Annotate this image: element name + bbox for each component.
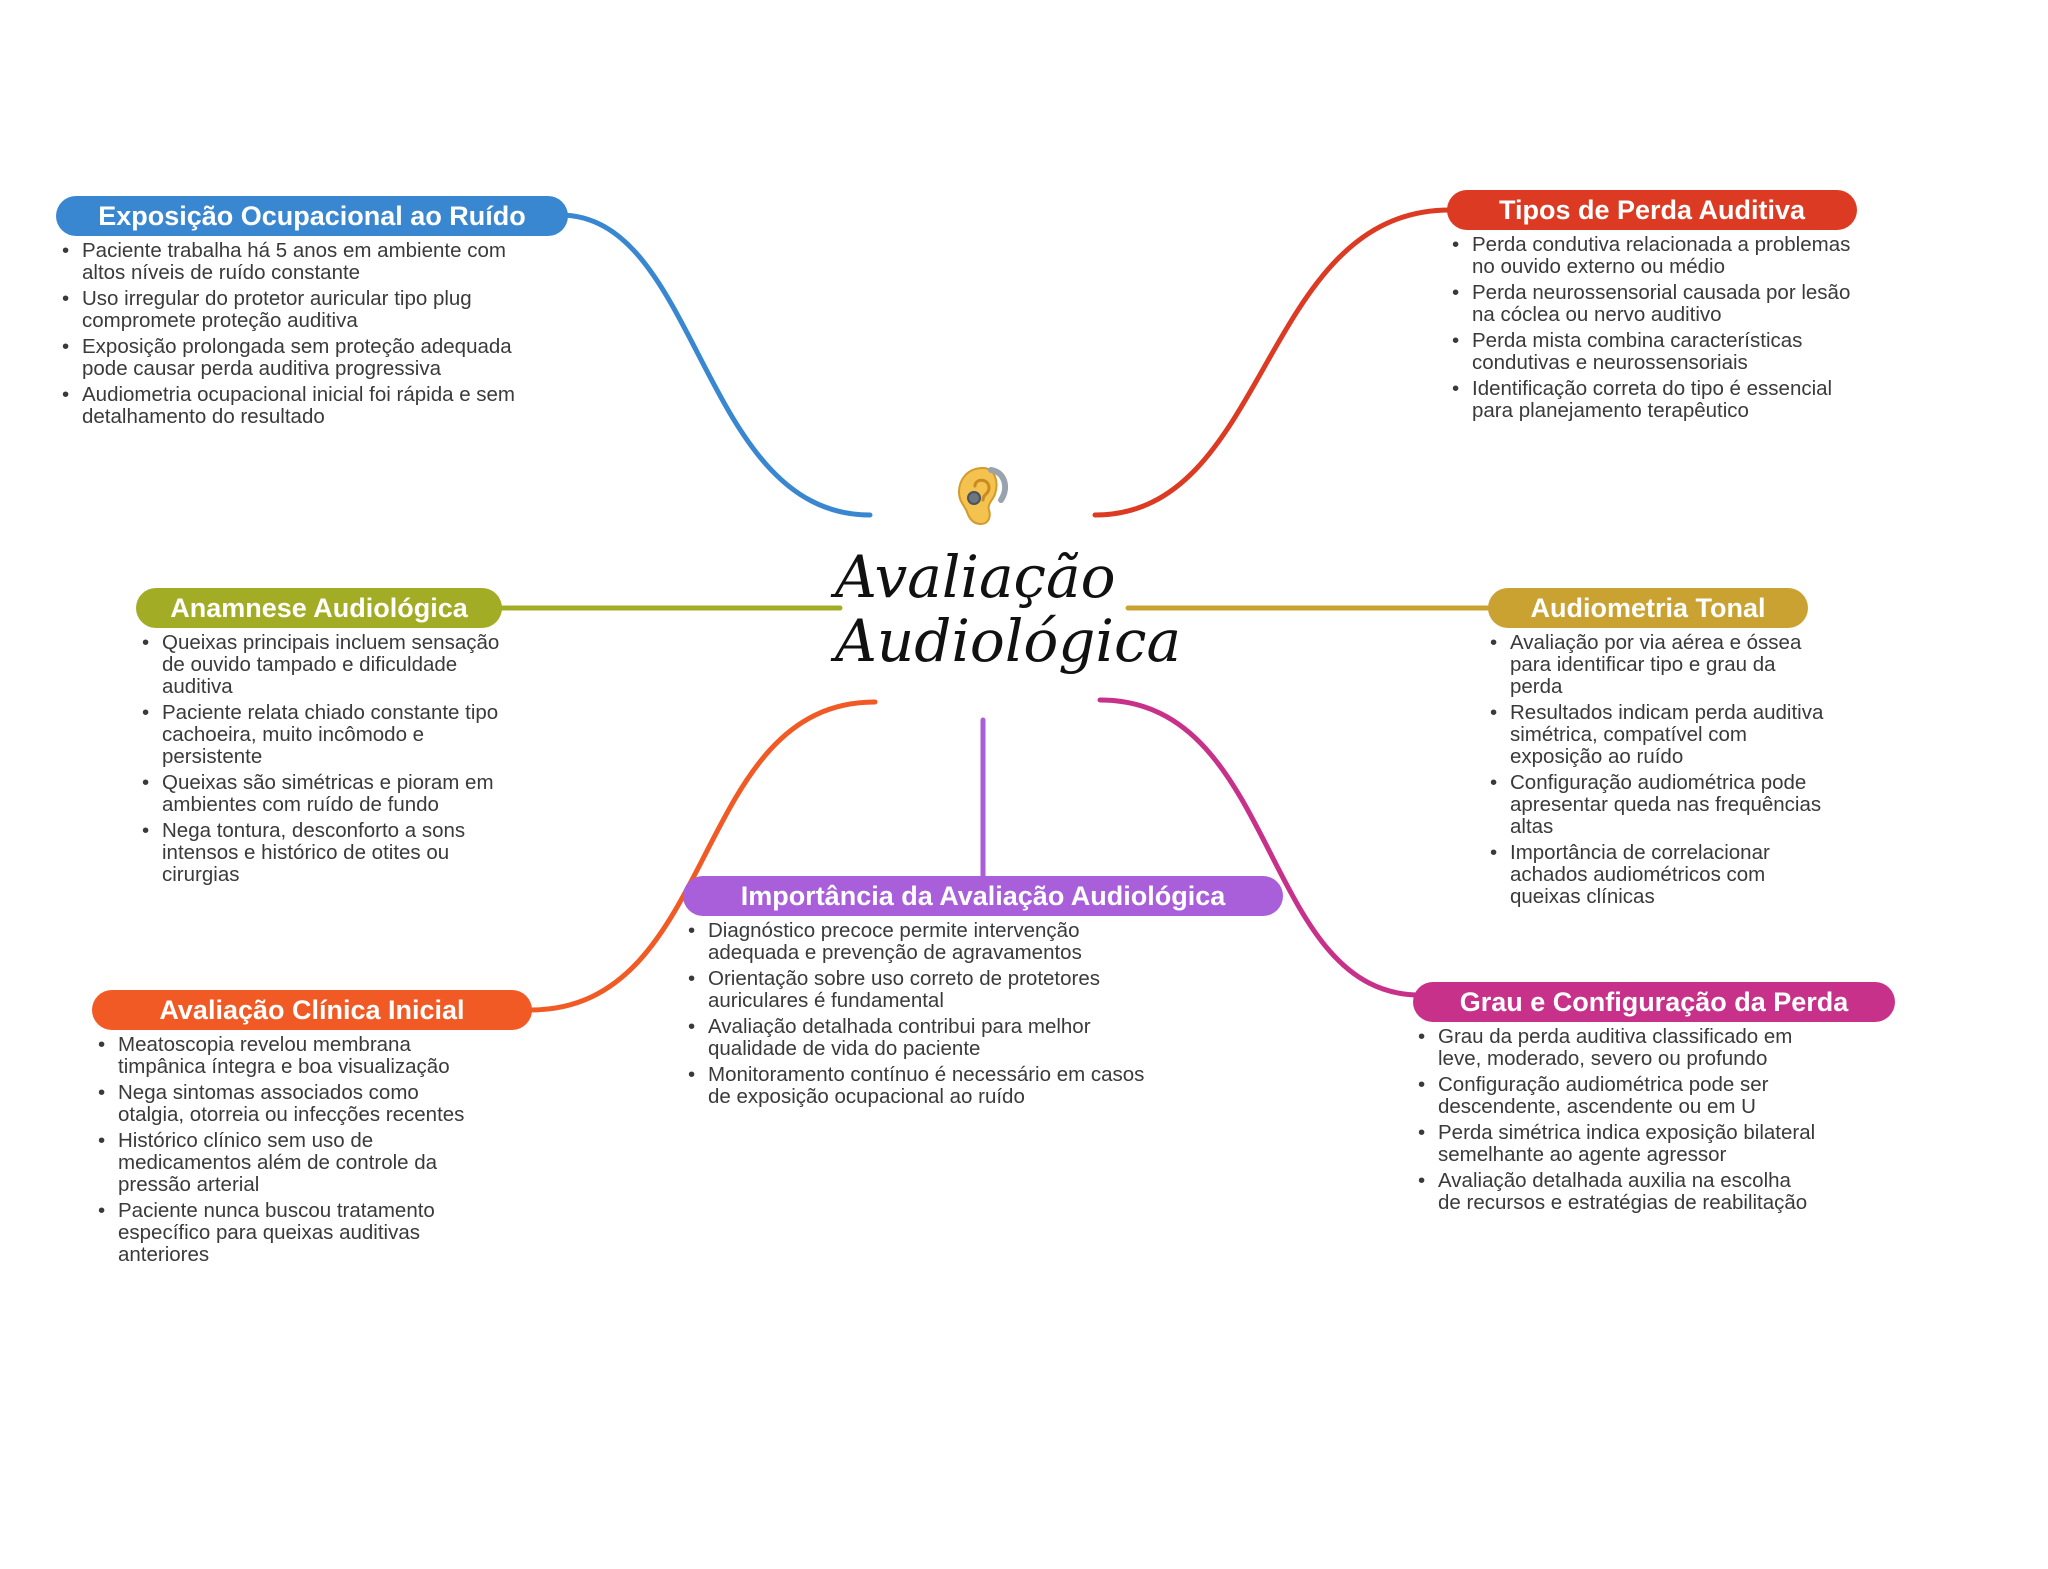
list-item: Exposição prolongada sem proteção adequa… — [62, 336, 522, 380]
central-title-line-2: Audiológica — [835, 607, 1182, 675]
list-item: Perda simétrica indica exposição bilater… — [1418, 1122, 1818, 1166]
topic-audiometria-list: Avaliação por via aérea e óssea para ide… — [1490, 632, 1830, 912]
list-item: Audiometria ocupacional inicial foi rápi… — [62, 384, 522, 428]
topic-clinica-list: Meatoscopia revelou membrana timpânica í… — [98, 1034, 488, 1270]
topic-grau-configuracao[interactable]: Grau e Configuração da Perda — [1413, 982, 1895, 1022]
list-item: Grau da perda auditiva classificado em l… — [1418, 1026, 1818, 1070]
list-item: Avaliação por via aérea e óssea para ide… — [1490, 632, 1830, 698]
list-item: Monitoramento contínuo é necessário em c… — [688, 1064, 1168, 1108]
connector-exposicao — [557, 212, 873, 518]
topic-importancia-list: Diagnóstico precoce permite intervenção … — [688, 920, 1168, 1112]
list-item: Meatoscopia revelou membrana timpânica í… — [98, 1034, 488, 1078]
list-item: Uso irregular do protetor auricular tipo… — [62, 288, 522, 332]
topic-grau-list: Grau da perda auditiva classificado em l… — [1418, 1026, 1818, 1218]
central-title-line-1: Avaliação — [835, 543, 1116, 611]
topic-avaliacao-clinica[interactable]: Avaliação Clínica Inicial — [92, 990, 532, 1030]
topic-anamnese-list: Queixas principais incluem sensação de o… — [142, 632, 502, 890]
list-item: Resultados indicam perda auditiva simétr… — [1490, 702, 1830, 768]
central-title: Avaliação Audiológica — [835, 543, 1182, 675]
list-item: Diagnóstico precoce permite intervenção … — [688, 920, 1168, 964]
topic-tipos-perda[interactable]: Tipos de Perda Auditiva — [1447, 190, 1857, 230]
connector-tipos — [1092, 207, 1453, 518]
list-item: Histórico clínico sem uso de medicamento… — [98, 1130, 488, 1196]
list-item: Queixas principais incluem sensação de o… — [142, 632, 502, 698]
list-item: Perda neurossensorial causada por lesão … — [1452, 282, 1852, 326]
connector-clinica — [527, 699, 878, 1013]
list-item: Orientação sobre uso correto de protetor… — [688, 968, 1168, 1012]
list-item: Avaliação detalhada auxilia na escolha d… — [1418, 1170, 1818, 1214]
list-item: Paciente nunca buscou tratamento específ… — [98, 1200, 488, 1266]
topic-tipos-list: Perda condutiva relacionada a problemas … — [1452, 234, 1852, 426]
topic-anamnese[interactable]: Anamnese Audiológica — [136, 588, 502, 628]
list-item: Perda condutiva relacionada a problemas … — [1452, 234, 1852, 278]
topic-exposicao-list: Paciente trabalha há 5 anos em ambiente … — [62, 240, 522, 432]
topic-audiometria-tonal[interactable]: Audiometria Tonal — [1488, 588, 1808, 628]
central-topic[interactable]: Avaliação Audiológica — [835, 460, 1182, 700]
list-item: Perda mista combina características cond… — [1452, 330, 1852, 374]
list-item: Identificação correta do tipo é essencia… — [1452, 378, 1852, 422]
list-item: Nega sintomas associados como otalgia, o… — [98, 1082, 488, 1126]
list-item: Nega tontura, desconforto a sons intenso… — [142, 820, 502, 886]
list-item: Paciente trabalha há 5 anos em ambiente … — [62, 240, 522, 284]
hearing-aid-ear-icon — [957, 466, 1009, 526]
connector-grau — [1097, 697, 1423, 998]
list-item: Configuração audiométrica pode ser desce… — [1418, 1074, 1818, 1118]
topic-exposicao-ocupacional[interactable]: Exposição Ocupacional ao Ruído — [56, 196, 568, 236]
list-item: Queixas são simétricas e pioram em ambie… — [142, 772, 502, 816]
list-item: Importância de correlacionar achados aud… — [1490, 842, 1830, 908]
list-item: Paciente relata chiado constante tipo ca… — [142, 702, 502, 768]
topic-importancia[interactable]: Importância da Avaliação Audiológica — [683, 876, 1283, 916]
list-item: Avaliação detalhada contribui para melho… — [688, 1016, 1168, 1060]
list-item: Configuração audiométrica pode apresenta… — [1490, 772, 1830, 838]
